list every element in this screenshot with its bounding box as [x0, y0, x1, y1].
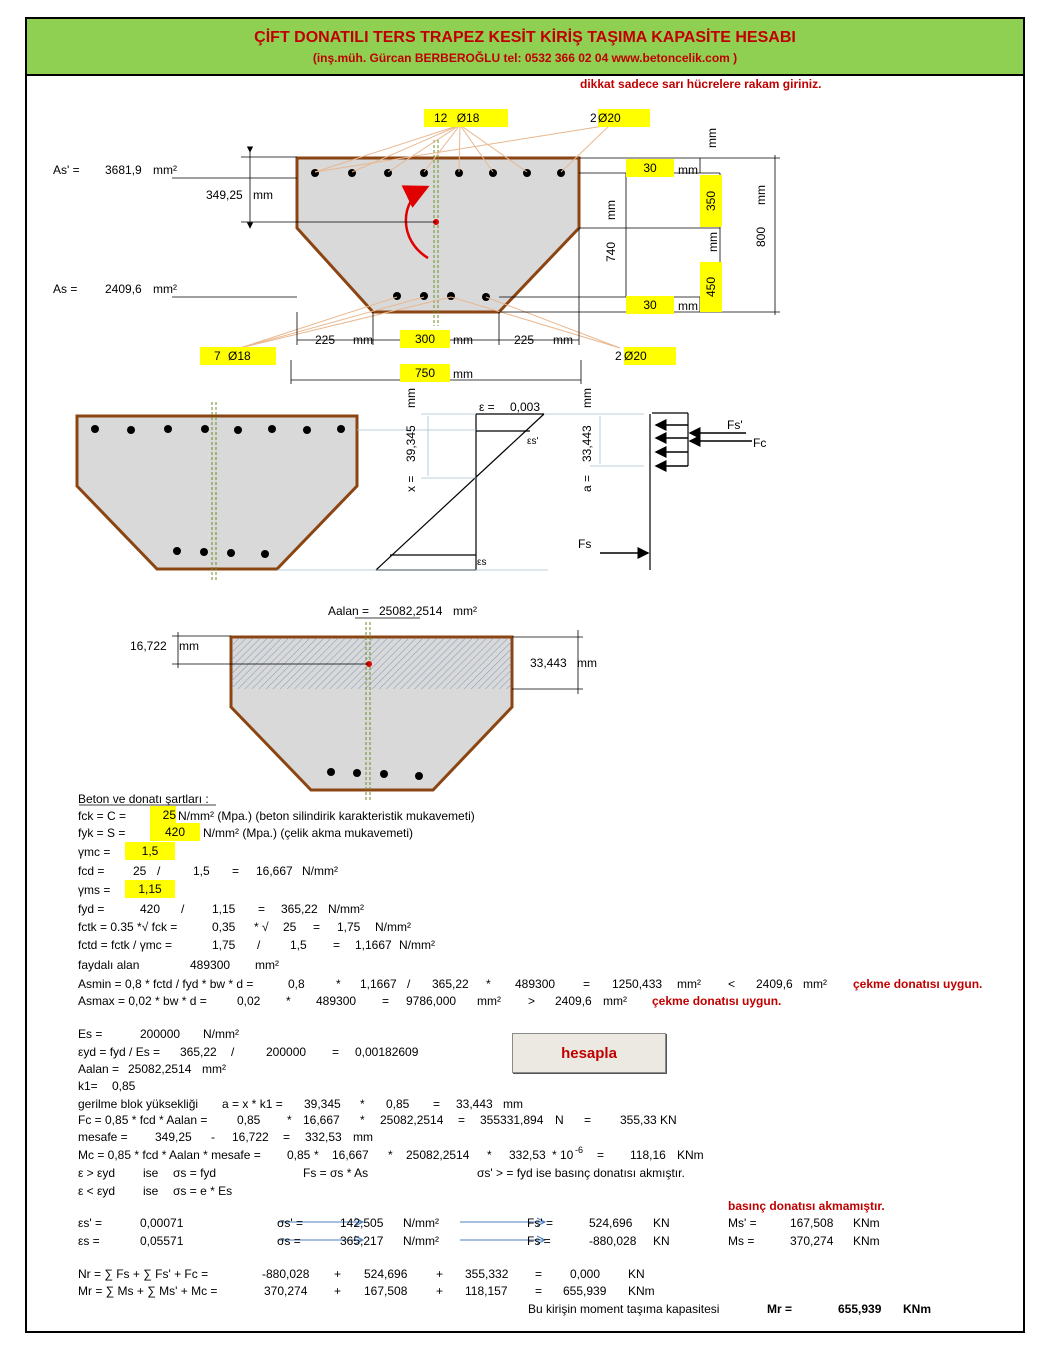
h-bot-input[interactable]: 450	[700, 262, 722, 312]
final-mr-value: 655,939	[838, 1302, 882, 1316]
section-2-outline	[75, 414, 359, 571]
fck-input[interactable]: 25	[150, 806, 176, 824]
fck-desc: N/mm² (Mpa.) (beton silindirik karakteri…	[178, 809, 475, 823]
cover-top-unit: mm	[678, 163, 698, 177]
header-bar: ÇİFT DONATILI TERS TRAPEZ KESİT KİRİŞ TA…	[27, 19, 1023, 76]
x-value: 39,345	[404, 425, 418, 462]
gmc-input[interactable]: 1,5	[125, 842, 175, 860]
cover-top-input[interactable]: 30	[626, 159, 674, 177]
d-value: 740	[604, 241, 618, 262]
w-bottom-unit: mm	[453, 333, 473, 347]
a-unit: mm	[580, 388, 594, 408]
as-bot-unit: mm²	[153, 282, 177, 296]
centroid-distance: 349,25	[206, 188, 243, 202]
h-top-input[interactable]: 350	[700, 175, 722, 227]
fyk-input[interactable]: 420	[150, 823, 200, 841]
aalan-unit: mm²	[453, 604, 477, 618]
fs-label: Fs	[578, 537, 592, 551]
w-bottom-input[interactable]: 300	[400, 330, 450, 348]
as-bot-value: 2409,6	[105, 282, 142, 296]
gms-label: γms =	[78, 883, 111, 897]
hesapla-button[interactable]: hesapla	[512, 1033, 666, 1073]
final-label: Bu kirişin moment taşıma kapasitesi	[528, 1302, 720, 1316]
section-2-bottom-bars	[173, 547, 269, 558]
a-label: a =	[580, 474, 594, 492]
section-2-top-bars	[91, 425, 345, 434]
fyk-desc: N/mm² (Mpa.) (çelik akma mukavemeti)	[203, 826, 414, 840]
mm-rot-2: mm	[706, 232, 720, 252]
fyk-label: fyk = S =	[78, 826, 126, 840]
sheet-frame	[25, 17, 1025, 1333]
w-side-left-unit: mm	[353, 333, 373, 347]
section-3-bottom-bars	[327, 768, 423, 780]
eps-s: εs	[477, 557, 487, 568]
asmin-status: çekme donatısı uygun.	[853, 977, 983, 991]
half-a-value: 16,722	[130, 639, 167, 653]
section-1-top-bars	[311, 169, 565, 177]
half-a-unit: mm	[179, 639, 199, 653]
mm-rot-1: mm	[705, 128, 719, 148]
bot-extra-count: 2	[615, 349, 622, 363]
top-extra-count: 2	[590, 111, 597, 125]
d-unit: mm	[604, 200, 618, 220]
cover-bot-unit: mm	[678, 299, 698, 313]
warning-note: dikkat sadece sarı hücrelere rakam girin…	[580, 77, 822, 91]
top-extra-dia-input[interactable]: Ø20	[598, 109, 650, 127]
fck-label: fck = C =	[78, 809, 127, 823]
aalan-value: 25082,2514	[379, 604, 443, 618]
h-unit: mm	[754, 185, 768, 205]
h-value: 800	[754, 226, 768, 247]
cover-bot-input[interactable]: 30	[626, 296, 674, 314]
compression-status: basınç donatısı akmamıştır.	[728, 1199, 885, 1213]
w-top-unit: mm	[453, 367, 473, 381]
w-side-left: 225	[315, 333, 336, 347]
as-top-value: 3681,9	[105, 163, 142, 177]
x-unit: mm	[404, 388, 418, 408]
as-bot-label: As =	[53, 282, 78, 296]
as-top-label: As' =	[53, 163, 80, 177]
a-block-value: 33,443	[530, 656, 567, 670]
page-title: ÇİFT DONATILI TERS TRAPEZ KESİT KİRİŞ TA…	[254, 29, 796, 46]
fs-top-label: Fs'	[727, 418, 743, 432]
bot-extra-dia-input[interactable]: Ø20	[624, 347, 676, 365]
top-bars-input[interactable]: 12 Ø18	[424, 109, 508, 127]
page-subtitle: (inş.müh. Gürcan BERBEROĞLU tel: 0532 36…	[312, 51, 738, 65]
eps-c-value: 0,003	[510, 400, 541, 414]
a-value: 33,443	[580, 425, 594, 462]
gms-input[interactable]: 1,15	[125, 880, 175, 898]
eps-s-top: εs'	[527, 436, 539, 447]
aalan-label: Aalan =	[328, 604, 370, 618]
centroid-distance-unit: mm	[253, 188, 273, 202]
eps-c-label: ε =	[479, 400, 495, 414]
gmc-label: γmc =	[78, 845, 111, 859]
as-top-unit: mm²	[153, 163, 177, 177]
conditions-heading: Beton ve donatı şartları :	[78, 792, 209, 806]
bot-bars-input[interactable]: 7 Ø18	[200, 347, 276, 365]
final-mr-label: Mr =	[767, 1302, 793, 1316]
fc-label: Fc	[753, 436, 767, 450]
a-block-unit: mm	[577, 656, 597, 670]
final-mr-unit: KNm	[903, 1302, 932, 1316]
w-side-right: 225	[514, 333, 535, 347]
asmax-status: çekme donatısı uygun.	[652, 994, 782, 1008]
w-side-right-unit: mm	[553, 333, 573, 347]
x-label: x =	[404, 475, 418, 492]
w-top-input[interactable]: 750	[400, 364, 450, 382]
